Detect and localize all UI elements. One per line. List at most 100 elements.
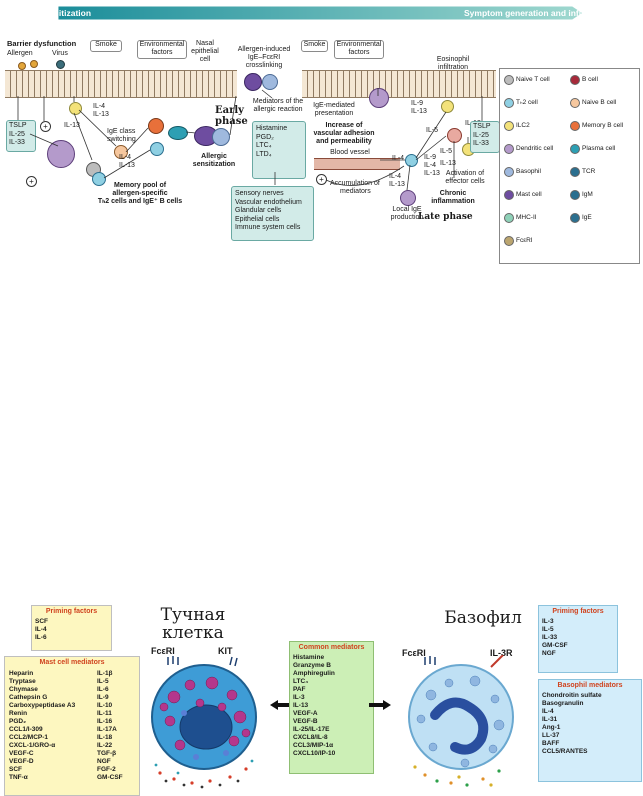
il13-label: IL-13 xyxy=(93,111,109,118)
sensitization-arrows xyxy=(17,95,237,179)
basophil-title: Базофил xyxy=(444,608,522,628)
ilc2-cell xyxy=(441,100,454,113)
smoke-label: Smoke xyxy=(95,41,117,48)
env-factors-line2: factors xyxy=(348,49,370,56)
allergic-sensitization-label: Allergic sensitization xyxy=(6,8,92,18)
mast-mediator-item: TNF-α xyxy=(9,774,28,781)
mast-mediator-item: FGF-2 xyxy=(97,766,116,773)
target-item: Sensory nerves xyxy=(235,190,284,197)
basophil-mediator-item: CCL5/RANTES xyxy=(542,748,588,755)
virus-label: Virus xyxy=(52,50,68,57)
blood-vessel xyxy=(314,158,400,170)
plus-sign: + xyxy=(43,122,48,131)
common-mediator-item: CXCL8/IL-8 xyxy=(293,734,328,741)
crosslink-label-1: Allergen-induced xyxy=(237,46,291,53)
memory-b-cell xyxy=(148,118,164,134)
dendritic-cell xyxy=(369,88,389,108)
common-mediator-item: VEGF-A xyxy=(293,710,318,717)
mast-mediator-item: PGD₂ xyxy=(9,718,26,725)
crosslink-label-2: IgE–FcεRI xyxy=(247,54,281,61)
basophil-priming-item: IL-33 xyxy=(542,634,558,641)
priming-title: Priming factors xyxy=(552,608,604,615)
ige-switch-label-1: IgE class xyxy=(107,128,136,135)
common-mediator-item: VEGF-B xyxy=(293,718,318,725)
legend-swatch xyxy=(570,167,580,177)
mast-mediator-item: Chymase xyxy=(9,686,38,693)
early-phase-label-1: Early xyxy=(215,105,244,116)
basophil-priming-item: GM-CSF xyxy=(542,642,568,649)
mast-mediator-item: IL-6 xyxy=(97,686,109,693)
mast-mediators-title: Mast cell mediators xyxy=(39,659,105,666)
tslp-label: TSLP xyxy=(473,123,491,130)
mediators-title-2: allergic reaction xyxy=(253,106,303,113)
mast-mediator-item: IL-1β xyxy=(97,670,113,677)
local-ige-label-1: Local IgE xyxy=(392,206,422,213)
plus-circle: + xyxy=(40,121,51,132)
mast-mediator-item: Heparin xyxy=(9,670,34,677)
legend-label: Naive B cell xyxy=(582,99,617,106)
late-phase-arrows xyxy=(325,88,483,191)
legend-swatch xyxy=(570,75,580,85)
il13-label: IL-13 xyxy=(440,160,456,167)
common-mediators-title: Common mediators xyxy=(298,644,365,651)
env-factors-line1: Environmental xyxy=(336,41,382,48)
target-item: Glandular cells xyxy=(235,207,282,214)
legend-label: Plasma cell xyxy=(582,145,616,152)
common-mediator-item: IL-25/IL-17E xyxy=(293,726,330,733)
accumulation-label-2: mediators xyxy=(340,188,371,195)
basophil-mediator-item: IL-4 xyxy=(542,708,554,715)
mast-mediator-item: IL-18 xyxy=(97,734,113,741)
legend-swatch xyxy=(504,98,514,108)
common-mediator-item: CCL3/MIP-1α xyxy=(293,742,334,749)
mast-mediator-item: NGF xyxy=(97,758,111,765)
cluster-il4: IL-4 xyxy=(424,162,437,169)
basophil-priming-item: NGF xyxy=(542,650,556,657)
common-mediator-item: CXCL10/IP-10 xyxy=(293,750,336,757)
smoke-box: Smoke xyxy=(301,40,328,52)
plus-sign: + xyxy=(319,175,324,184)
priming-factors-mast-box: Priming factors SCF IL-4 IL-6 xyxy=(31,605,112,651)
il13-label: IL-13 xyxy=(389,181,405,188)
basophil-mediator-item: BAFF xyxy=(542,740,560,747)
priming-item: IL-4 xyxy=(35,626,47,633)
il4-label: IL-4 xyxy=(392,155,405,162)
il4-label: IL-4 xyxy=(389,173,402,180)
cluster-il13: IL-13 xyxy=(424,170,440,177)
nasal-label-3: cell xyxy=(199,56,211,63)
target-item: Immune system cells xyxy=(235,224,301,231)
legend-swatch xyxy=(504,144,514,154)
late-phase-label: Late phase xyxy=(418,212,473,222)
legend-label: B cell xyxy=(582,76,598,83)
mast-mediator-item: CXCL-1/GRO-α xyxy=(9,742,56,749)
cluster-il9: IL-9 xyxy=(424,154,437,161)
blood-vessel-label: Blood vessel xyxy=(330,149,370,156)
mediators-box: Histamine PGD₂ LTC₄ LTD₄ xyxy=(252,121,306,179)
mast-mediator-item: VEGF-D xyxy=(9,758,34,765)
plus-circle: + xyxy=(316,174,327,185)
mast-cell-illustration xyxy=(151,656,257,789)
basophil-mediator-item: Chondroitin sulfate xyxy=(542,692,602,699)
mast-mediator-item: Renin xyxy=(9,710,28,717)
common-mediator-item: IL-13 xyxy=(293,702,309,709)
eosinophil-cell xyxy=(447,128,462,143)
common-mediator-item: PAF xyxy=(293,686,306,693)
il25-label: IL-25 xyxy=(9,130,25,138)
il4-label: IL-4 xyxy=(119,154,132,161)
eosinophil-label-1: Eosinophil xyxy=(436,56,470,63)
environmental-factors-box: Environmental factors xyxy=(334,40,384,59)
fceri-label-right: FcεRI xyxy=(402,648,426,658)
allergen-label: Allergen xyxy=(7,50,33,57)
mast-mediator-item: TGF-β xyxy=(97,750,117,757)
basophil-priming-item: IL-5 xyxy=(542,626,554,633)
mast-mediator-item: Carboxypeptidase A3 xyxy=(9,702,76,709)
th2-cell xyxy=(150,142,164,156)
mast-mediator-item: CCL2/MCP-1 xyxy=(9,734,49,741)
mediator-item: Histamine xyxy=(256,125,288,132)
env-factors-line2: factors xyxy=(151,49,173,56)
